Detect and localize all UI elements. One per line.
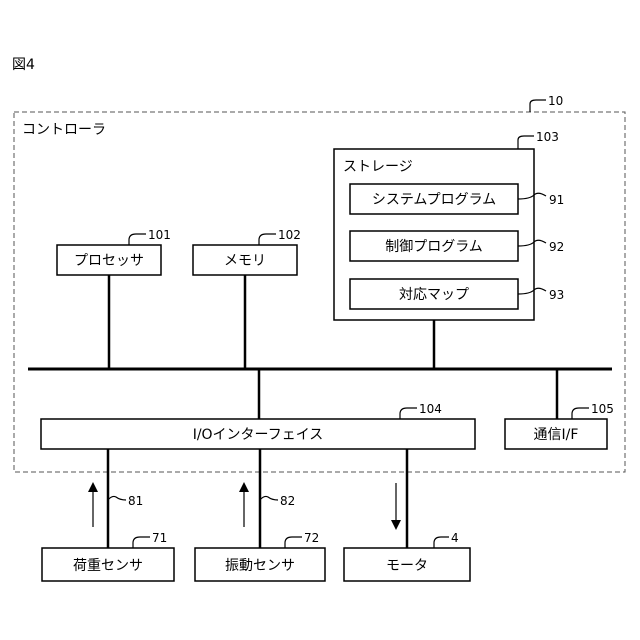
motor-ref: 4 (451, 531, 459, 545)
processor-label: プロセッサ (74, 253, 144, 269)
load-sensor-ref: 71 (152, 531, 167, 545)
vibration-line-ref-leader (260, 496, 278, 500)
io-interface-ref-leader (400, 408, 417, 419)
comm-if-ref-leader (572, 408, 589, 419)
motor-label: モータ (386, 558, 428, 574)
down-arrow-icon (391, 520, 401, 530)
controller-label: コントローラ (22, 122, 106, 138)
vibration-sensor-ref-leader (285, 537, 302, 548)
storage-ref: 103 (536, 130, 559, 144)
control-program-label: 制御プログラム (385, 239, 483, 255)
correspondence-map-ref: 93 (549, 288, 564, 302)
up-arrow-icon (239, 482, 249, 492)
correspondence-map-label: 対応マップ (399, 287, 469, 303)
load-sensor-ref-leader (133, 537, 150, 548)
up-arrow-icon (88, 482, 98, 492)
system-program-label: システムプログラム (372, 192, 496, 208)
processor-ref: 101 (148, 228, 171, 242)
system-program-ref: 91 (549, 193, 564, 207)
load-sensor-label: 荷重センサ (73, 558, 143, 574)
comm-if-ref: 105 (591, 402, 614, 416)
memory-label: メモリ (224, 253, 266, 269)
controller-ref: 10 (548, 94, 563, 108)
io-interface-ref: 104 (419, 402, 442, 416)
vibration-line-ref: 82 (280, 494, 295, 508)
load-line-ref-leader (108, 496, 126, 500)
memory-ref-leader (259, 234, 276, 245)
comm-if-label: 通信I/F (534, 427, 579, 443)
vibration-sensor-label: 振動センサ (225, 558, 295, 574)
control-program-ref: 92 (549, 240, 564, 254)
memory-ref: 102 (278, 228, 301, 242)
vibration-sensor-ref: 72 (304, 531, 319, 545)
storage-ref-leader (518, 136, 534, 149)
figure-label: 図4 (12, 57, 35, 73)
io-interface-label: I/Oインターフェイス (193, 427, 324, 443)
load-line-ref: 81 (128, 494, 143, 508)
processor-ref-leader (129, 234, 146, 245)
motor-ref-leader (434, 537, 449, 548)
controller-ref-leader (530, 100, 546, 112)
storage-label: ストレージ (343, 159, 413, 175)
